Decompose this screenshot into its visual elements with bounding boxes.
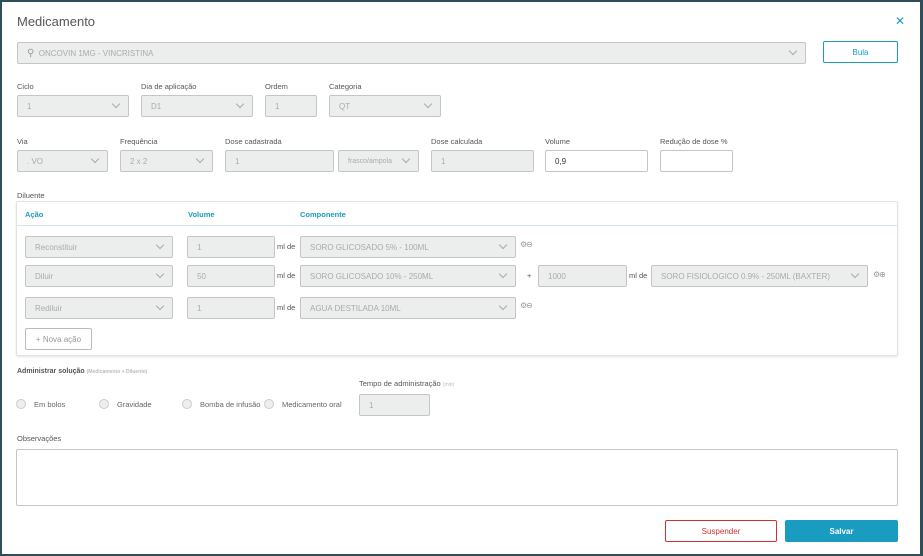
chevron-down-icon — [788, 46, 798, 56]
volume-input[interactable]: 1 — [187, 236, 275, 258]
search-icon: ⚲ — [27, 47, 35, 59]
categoria-label: Categoria — [329, 82, 362, 91]
acao-select[interactable]: Diluir — [25, 265, 173, 287]
chevron-down-icon — [111, 99, 121, 109]
unit-label: ml de — [629, 271, 648, 280]
chevron-down-icon — [498, 240, 508, 250]
ciclo-select[interactable]: 1 — [17, 95, 129, 117]
via-label: Via — [17, 137, 28, 146]
header-volume: Volume — [188, 210, 215, 219]
diluente-panel: Ação Volume Componente Reconstituir 1 ml… — [16, 201, 898, 356]
radio-circle[interactable] — [264, 399, 274, 409]
frequencia-select[interactable]: 2 x 2 — [120, 150, 213, 172]
modal-title: Medicamento — [17, 14, 96, 29]
reducao-input[interactable] — [660, 150, 733, 172]
add-icon[interactable]: ⊕ — [879, 270, 886, 279]
reducao-label: Redução de dose % — [660, 137, 728, 146]
volume-input[interactable]: 1 — [187, 297, 275, 319]
header-acao: Ação — [25, 210, 44, 219]
gear-icon[interactable]: ⚙ — [873, 270, 880, 279]
unit-label: ml de — [277, 303, 296, 312]
dia-label: Dia de aplicação — [141, 82, 197, 91]
radio-em-bolos[interactable]: Em bolos — [16, 399, 65, 409]
dia-select[interactable]: D1 — [141, 95, 253, 117]
acao-select[interactable]: Reconstituir — [25, 236, 173, 258]
componente2-select[interactable]: SORO FISIOLOGICO 0.9% - 250ML (BAXTER) — [651, 265, 868, 287]
suspender-button[interactable]: Suspender — [665, 520, 777, 542]
chevron-down-icon — [498, 269, 508, 279]
dose-cadastrada-label: Dose cadastrada — [225, 137, 282, 146]
volume2-input[interactable]: 1000 — [538, 265, 627, 287]
ordem-label: Ordem — [265, 82, 288, 91]
medication-search-select[interactable]: ⚲ ONCOVIN 1MG - VINCRISTINA — [17, 42, 806, 64]
chevron-down-icon — [401, 154, 411, 164]
categoria-select[interactable]: QT — [329, 95, 441, 117]
remove-icon[interactable]: ⊖ — [526, 240, 533, 249]
dose-cadastrada-input[interactable]: 1 — [225, 150, 334, 172]
radio-gravidade[interactable]: Gravidade — [99, 399, 152, 409]
close-icon[interactable]: ✕ — [895, 14, 906, 28]
dose-calculada-label: Dose calculada — [431, 137, 483, 146]
chevron-down-icon — [155, 301, 165, 311]
radio-circle[interactable] — [16, 399, 26, 409]
bula-button[interactable]: Bula — [823, 41, 898, 63]
chevron-down-icon — [235, 99, 245, 109]
ordem-input[interactable]: 1 — [265, 95, 317, 117]
dose-calculada-input[interactable]: 1 — [431, 150, 534, 172]
unit-label: ml de — [277, 271, 296, 280]
chevron-down-icon — [195, 154, 205, 164]
radio-medicamento-oral[interactable]: Medicamento oral — [264, 399, 342, 409]
remove-icon[interactable]: ⊖ — [526, 301, 533, 310]
radio-circle[interactable] — [182, 399, 192, 409]
salvar-button[interactable]: Salvar — [785, 520, 898, 542]
volume-input[interactable]: 50 — [187, 265, 275, 287]
observacoes-label: Observações — [17, 434, 62, 443]
header-divider — [17, 225, 897, 226]
tempo-label: Tempo de administração (min) — [359, 379, 455, 388]
chevron-down-icon — [498, 301, 508, 311]
chevron-down-icon — [850, 269, 860, 279]
chevron-down-icon — [90, 154, 100, 164]
componente-select[interactable]: AGUA DESTILADA 10ML — [300, 297, 516, 319]
gear-icon[interactable]: ⚙ — [520, 301, 527, 310]
volume-input[interactable]: 0,9 — [545, 150, 648, 172]
chevron-down-icon — [155, 240, 165, 250]
radio-bomba-infusao[interactable]: Bomba de infusão — [182, 399, 260, 409]
tempo-input[interactable]: 1 — [359, 394, 430, 416]
volume-label: Volume — [545, 137, 571, 146]
nova-acao-button[interactable]: + Nova ação — [25, 328, 92, 350]
plus-label: + — [527, 271, 532, 280]
diluente-label: Diluente — [17, 191, 45, 200]
ciclo-label: Ciclo — [17, 82, 34, 91]
componente-select[interactable]: SORO GLICOSADO 5% - 100ML — [300, 236, 516, 258]
administrar-label: Administrar solução (Medicamento + Dilue… — [17, 368, 148, 375]
componente-select[interactable]: SORO GLICOSADO 10% - 250ML — [300, 265, 516, 287]
radio-circle[interactable] — [99, 399, 109, 409]
unidade-select[interactable]: frasco/ampola — [338, 150, 419, 172]
gear-icon[interactable]: ⚙ — [520, 240, 527, 249]
chevron-down-icon — [155, 269, 165, 279]
acao-select[interactable]: Rediluir — [25, 297, 173, 319]
header-componente: Componente — [300, 210, 346, 219]
chevron-down-icon — [423, 99, 433, 109]
via-select[interactable]: . VO — [17, 150, 108, 172]
unit-label: ml de — [277, 242, 296, 251]
observacoes-textarea[interactable] — [16, 449, 898, 506]
frequencia-label: Frequência — [120, 137, 158, 146]
